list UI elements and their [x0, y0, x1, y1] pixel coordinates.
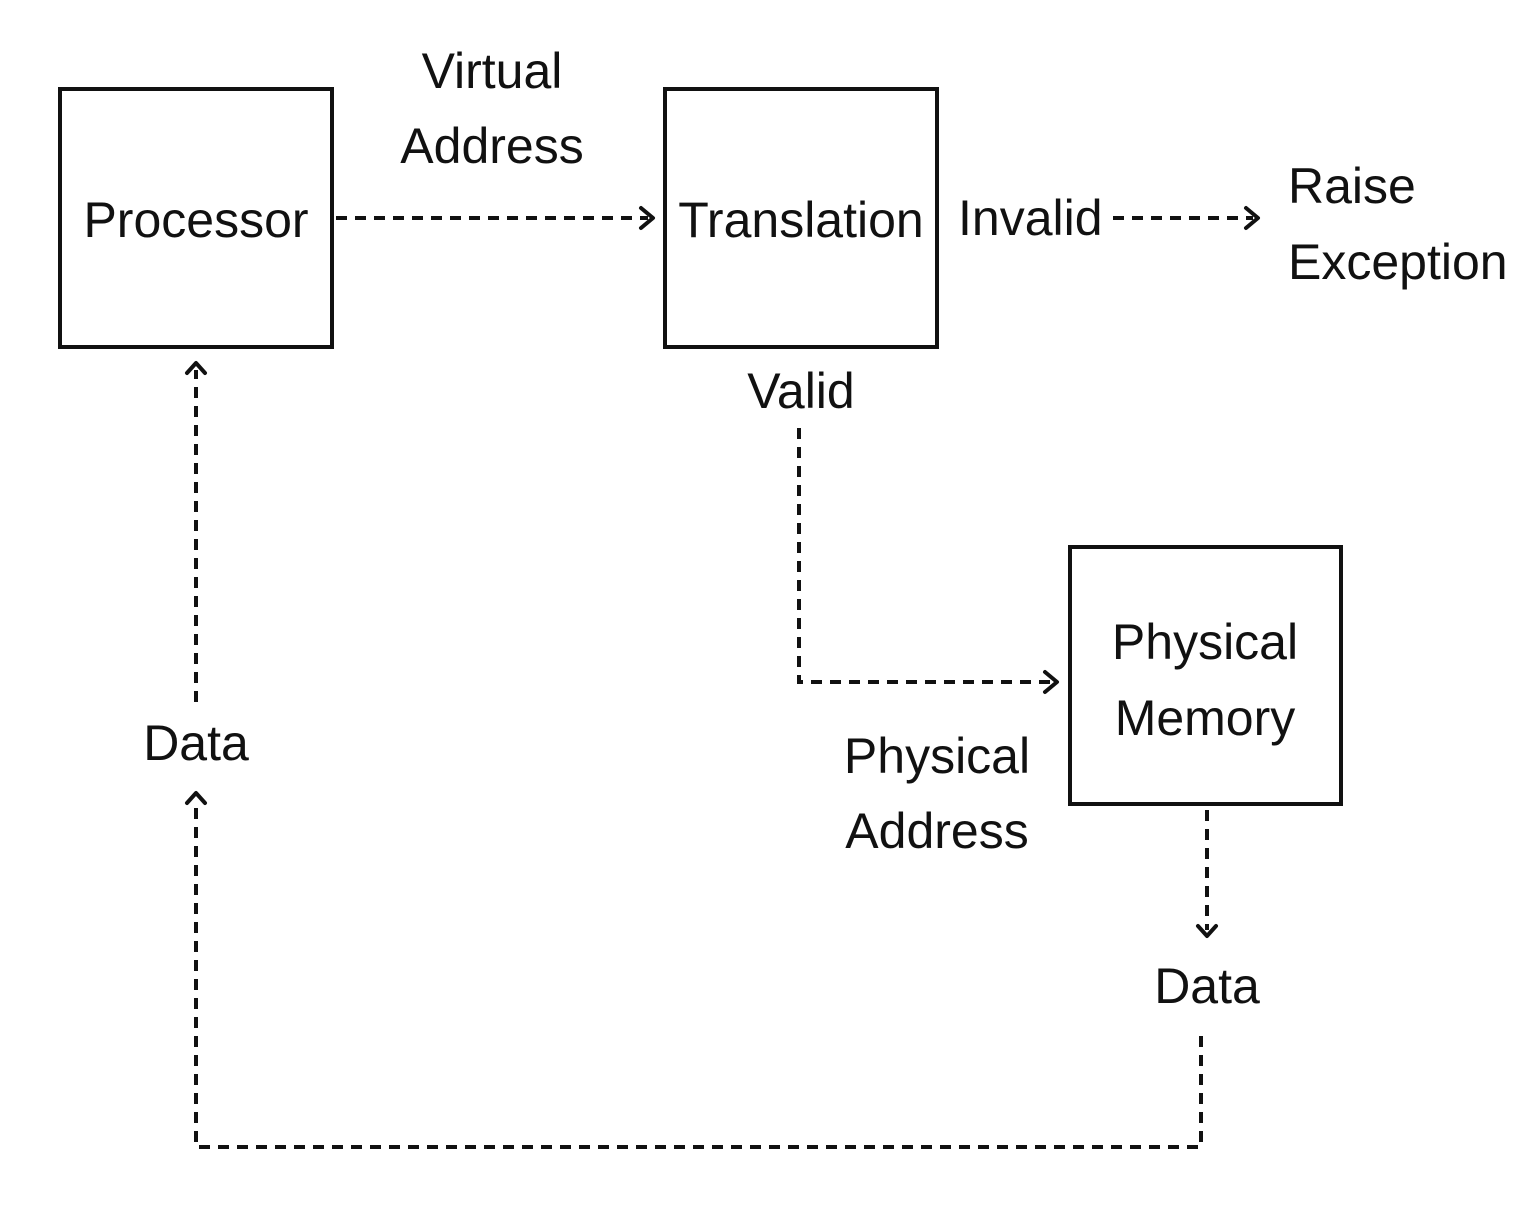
invalid-label: Invalid [958, 190, 1103, 246]
physical-memory-label-line2: Memory [1115, 690, 1296, 746]
raise-exception-label-line1: Raise [1288, 158, 1416, 214]
physical-memory-box [1068, 545, 1343, 806]
processor-box [58, 87, 334, 349]
physical-memory-label-line1: Physical [1112, 614, 1298, 670]
processor-data-label: Data [143, 715, 249, 771]
processor-data-arrowhead [185, 361, 207, 375]
data-return-path [194, 800, 1203, 1149]
virtual-address-label-line1: Virtual [422, 43, 563, 99]
raise-exception-label-line2: Exception [1288, 234, 1508, 290]
processor-label: Processor [83, 192, 308, 248]
physical-address-label-line2: Address [845, 803, 1028, 859]
memory-data-label: Data [1154, 958, 1260, 1014]
virtual-address-label-line2: Address [400, 118, 583, 174]
valid-label: Valid [747, 363, 854, 419]
physical-address-arrowhead [1043, 670, 1059, 694]
physical-address-arrow [797, 428, 1052, 684]
physical-address-label-line1: Physical [844, 728, 1030, 784]
memory-data-arrowhead [1196, 924, 1218, 938]
translation-box [663, 87, 939, 349]
translation-label: Translation [678, 192, 923, 248]
invalid-arrowhead [1244, 206, 1260, 230]
data-return-arrowhead [185, 791, 207, 805]
virtual-address-arrowhead [639, 206, 655, 230]
